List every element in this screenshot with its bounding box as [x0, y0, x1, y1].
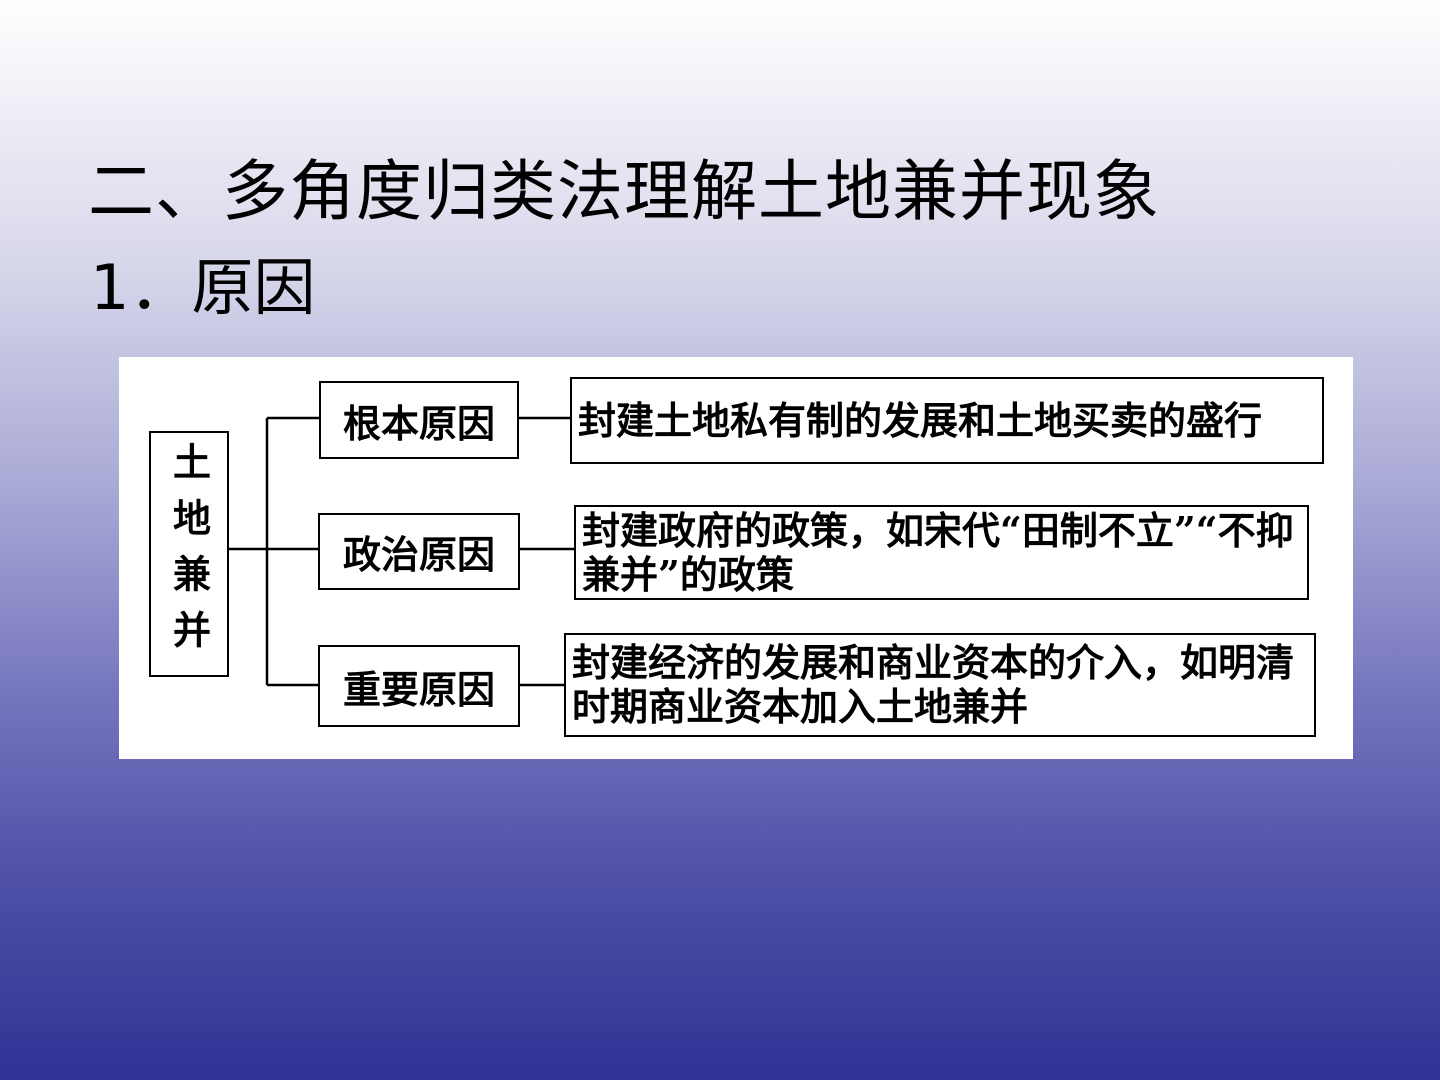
cause-box-2: 政治原因: [318, 513, 520, 590]
description-box-1: 封建土地私有制的发展和土地买卖的盛行: [570, 377, 1324, 464]
cause-box-1: 根本原因: [319, 381, 519, 459]
root-label: 土地兼并: [166, 442, 212, 666]
description-box-3: 封建经济的发展和商业资本的介入，如明清时期商业资本加入土地兼并: [564, 633, 1316, 737]
slide-subtitle: 1．原因: [90, 251, 316, 324]
description-box-2: 封建政府的政策，如宋代“田制不立”“不抑兼并”的政策: [574, 505, 1309, 600]
description-text: 封建经济的发展和商业资本的介入，如明清时期商业资本加入土地兼并: [572, 640, 1295, 729]
cause-diagram: 土地兼并 根本原因 封建土地私有制的发展和土地买卖的盛行 政治原因 封建政府的政…: [119, 357, 1353, 759]
cause-label: 根本原因: [342, 400, 495, 446]
description-text: 封建土地私有制的发展和土地买卖的盛行: [578, 397, 1263, 443]
cause-label: 重要原因: [342, 666, 495, 712]
root-box: 土地兼并: [149, 431, 229, 677]
slide-title: 二、多角度归类法理解土地兼并现象: [88, 153, 1160, 230]
diagram-connectors: [229, 416, 575, 687]
cause-box-3: 重要原因: [318, 645, 520, 727]
cause-label: 政治原因: [342, 532, 495, 577]
description-text: 封建政府的政策，如宋代“田制不立”“不抑兼并”的政策: [582, 507, 1294, 597]
